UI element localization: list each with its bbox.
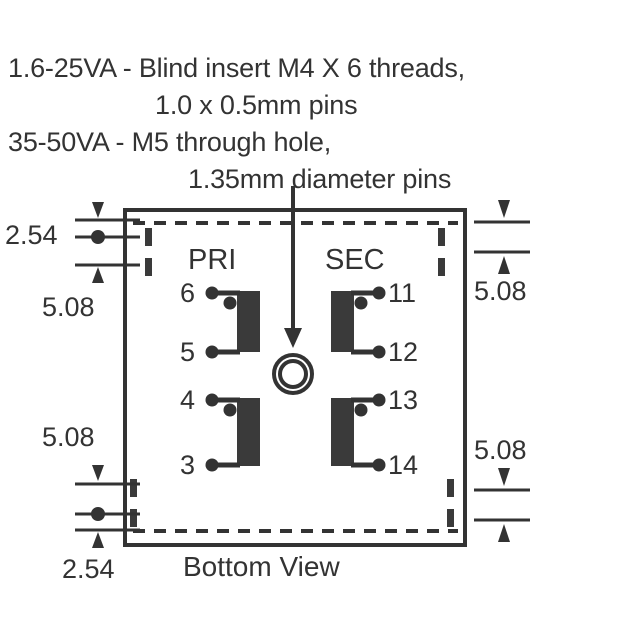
winding-primary-top [205, 286, 260, 359]
mount-tick-bottom-left-b [130, 509, 137, 527]
mount-tick-top-right-b [438, 258, 445, 276]
polarity-dot-sec-bottom [354, 403, 368, 417]
winding-bar-sec-top [331, 291, 354, 352]
dim-value-top-right: 5.08 [474, 276, 527, 306]
dimension-top-left [75, 202, 140, 283]
dim-dot-bl [91, 507, 105, 521]
dim-arrow-down-br [498, 468, 510, 486]
winding-secondary-top [331, 286, 386, 359]
winding-primary-bottom [205, 393, 260, 472]
group-label-primary: PRI [188, 244, 237, 276]
pin-label-6: 6 [180, 278, 196, 308]
dim-arrow-up-bl [92, 532, 104, 548]
dim-arrow-up-br [498, 524, 510, 542]
center-mounting-hole [272, 353, 314, 395]
polarity-dot-pri-top [223, 296, 237, 310]
pin-label-12: 12 [388, 337, 419, 367]
center-hole-outer-circle [272, 353, 314, 395]
dim-arrow-up-tl [92, 267, 104, 283]
note-line-1: 1.6-25VA - Blind insert M4 X 6 threads, [8, 53, 465, 83]
winding-bar-sec-bottom [331, 398, 354, 466]
note-line-2: 1.0 x 0.5mm pins [155, 90, 358, 120]
pin-label-14: 14 [388, 450, 419, 480]
winding-bar-pri-bottom [237, 398, 260, 466]
pin-dot-6 [205, 286, 219, 300]
mount-tick-bottom-right-a [447, 479, 454, 497]
pin-dot-12 [372, 345, 386, 359]
mount-tick-bottom-left-a [130, 479, 137, 497]
dim-arrow-down-tl [92, 202, 104, 218]
dim-value-mid-left: 5.08 [42, 292, 95, 322]
view-label: Bottom View [183, 551, 340, 582]
dim-arrow-up-tr [498, 256, 510, 274]
pin-label-11: 11 [388, 278, 417, 308]
group-label-secondary: SEC [325, 244, 385, 276]
pin-dot-13 [372, 393, 386, 407]
center-hole-inner-circle [278, 359, 308, 389]
dimension-bottom-left [75, 465, 140, 548]
dim-arrow-down-bl [92, 465, 104, 481]
dim-value-bottom-left-lower: 2.54 [62, 554, 115, 584]
note-line-4: 1.35mm diameter pins [188, 164, 452, 194]
dim-value-top-left: 2.54 [5, 220, 58, 250]
pin-dot-11 [372, 286, 386, 300]
note-line-3: 35-50VA - M5 through hole, [8, 127, 332, 157]
dim-arrow-down-tr [498, 200, 510, 218]
pin-label-4: 4 [180, 385, 196, 415]
mount-tick-top-left-b [145, 258, 152, 276]
winding-bar-pri-top [237, 291, 260, 352]
pin-dot-4 [205, 393, 219, 407]
pin-label-13: 13 [388, 385, 419, 415]
polarity-dot-sec-top [354, 296, 368, 310]
pin-dot-3 [205, 458, 219, 472]
dimension-bottom-right [474, 468, 530, 542]
dimension-top-right [474, 200, 530, 274]
mount-tick-bottom-right-b [447, 509, 454, 527]
dim-dot-tl [91, 230, 105, 244]
leader-arrow-head [284, 328, 302, 348]
mount-tick-top-left-a [145, 228, 152, 246]
mount-tick-top-right-a [438, 228, 445, 246]
winding-secondary-bottom [331, 393, 386, 472]
dim-value-bottom-left-upper: 5.08 [42, 422, 95, 452]
polarity-dot-pri-bottom [223, 403, 237, 417]
pin-dot-14 [372, 458, 386, 472]
pin-label-5: 5 [180, 337, 196, 367]
pin-label-3: 3 [180, 450, 196, 480]
pin-dot-5 [205, 345, 219, 359]
dim-value-bottom-right: 5.08 [474, 435, 527, 465]
leader-arrow-to-center-hole [284, 186, 302, 348]
